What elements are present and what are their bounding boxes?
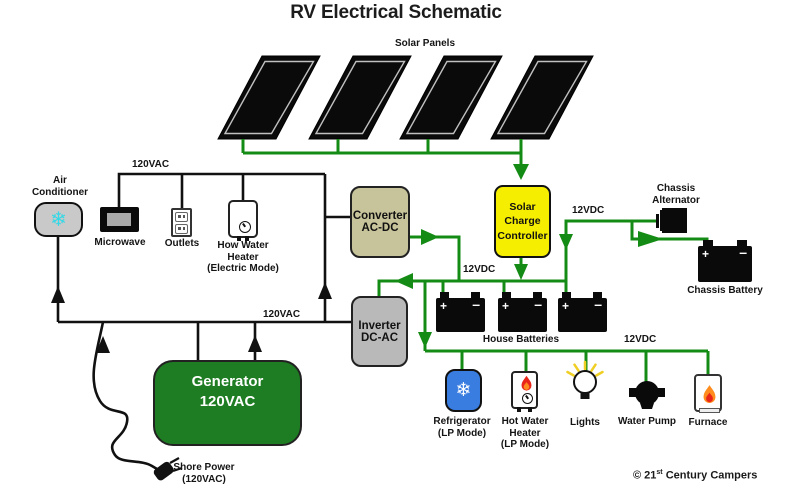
outlet-socket (175, 223, 188, 234)
shore-power-cord (92, 321, 158, 471)
lights-label: Lights (570, 417, 600, 428)
chassis-battery-label: Chassis Battery (687, 285, 763, 296)
dc-wires (241, 139, 710, 382)
fridge-snowflake-icon: ❄ (455, 380, 472, 401)
furnace-label: Furnace (688, 417, 728, 428)
air-conditioner-label: Air Conditioner (31, 175, 89, 198)
hot-water-heater-lp-label: Hot Water Heater (LP Mode) (500, 416, 550, 450)
refrigerator: ❄ (445, 369, 482, 412)
lights-icon (566, 360, 604, 399)
thermostat-dial-icon (239, 221, 251, 233)
water-pump-icon (629, 381, 665, 409)
outlets (171, 208, 192, 237)
solar-panel-array (217, 55, 594, 140)
flame-icon (521, 375, 532, 391)
chassis-alternator (662, 208, 687, 233)
solar-panel-3 (399, 55, 503, 140)
thermostat-dial-icon (522, 393, 533, 404)
air-conditioner: ❄ (34, 202, 83, 237)
alternator-pulley-icon (656, 214, 659, 228)
house-battery-1: + – (436, 292, 485, 332)
solar-panel-1 (217, 55, 321, 140)
chassis-alternator-label: Chassis Alternator (652, 183, 700, 206)
shore-power-label: Shore Power (120VAC) (173, 462, 235, 485)
house-battery-2: + – (498, 292, 547, 332)
solar-panels-label: Solar Panels (394, 38, 456, 49)
vdc-loads-label: 12VDC (624, 334, 657, 345)
water-heater-electric-label: How Water Heater (Electric Mode) (207, 240, 279, 274)
microwave-label: Microwave (94, 237, 146, 248)
solar-charge-controller: Solar Charge Controller (494, 185, 551, 258)
chassis-battery: + – (698, 240, 752, 282)
ac-wires (56, 172, 352, 471)
solar-panel-4 (490, 55, 594, 140)
furnace-base (699, 408, 720, 413)
page-title: RV Electrical Schematic (290, 2, 502, 23)
dc-flow-arrows (395, 164, 663, 348)
hot-water-heater-lp (511, 371, 538, 412)
flame-icon (703, 385, 716, 403)
outlet-socket (175, 211, 188, 222)
copyright-notice: © 21st Century Campers (633, 469, 758, 482)
furnace (694, 374, 722, 413)
inverter: Inverter DC-AC (351, 296, 408, 367)
vdc-converter-label: 12VDC (463, 264, 496, 275)
water-heater-electric (228, 200, 258, 241)
vdc-alternator-label: 12VDC (572, 205, 605, 216)
outlets-label: Outlets (164, 238, 200, 249)
ac-bus-bottom-label: 120VAC (263, 309, 301, 320)
house-battery-3: + – (558, 292, 607, 332)
shore-power-plug-icon (153, 457, 183, 481)
microwave-door (107, 213, 131, 226)
refrigerator-label: Refrigerator (LP Mode) (433, 416, 491, 439)
generator: Generator 120VAC (153, 360, 302, 446)
microwave (100, 207, 139, 232)
ac-bus-top-label: 120VAC (132, 159, 170, 170)
converter: Converter AC-DC (350, 186, 410, 258)
alternator-pulley-icon (660, 210, 663, 231)
solar-panel-2 (308, 55, 412, 140)
ac-snowflake-icon: ❄ (50, 209, 67, 231)
house-batteries-label: House Batteries (482, 334, 560, 345)
water-pump-label: Water Pump (618, 416, 676, 427)
ac-flow-arrows (51, 282, 332, 353)
